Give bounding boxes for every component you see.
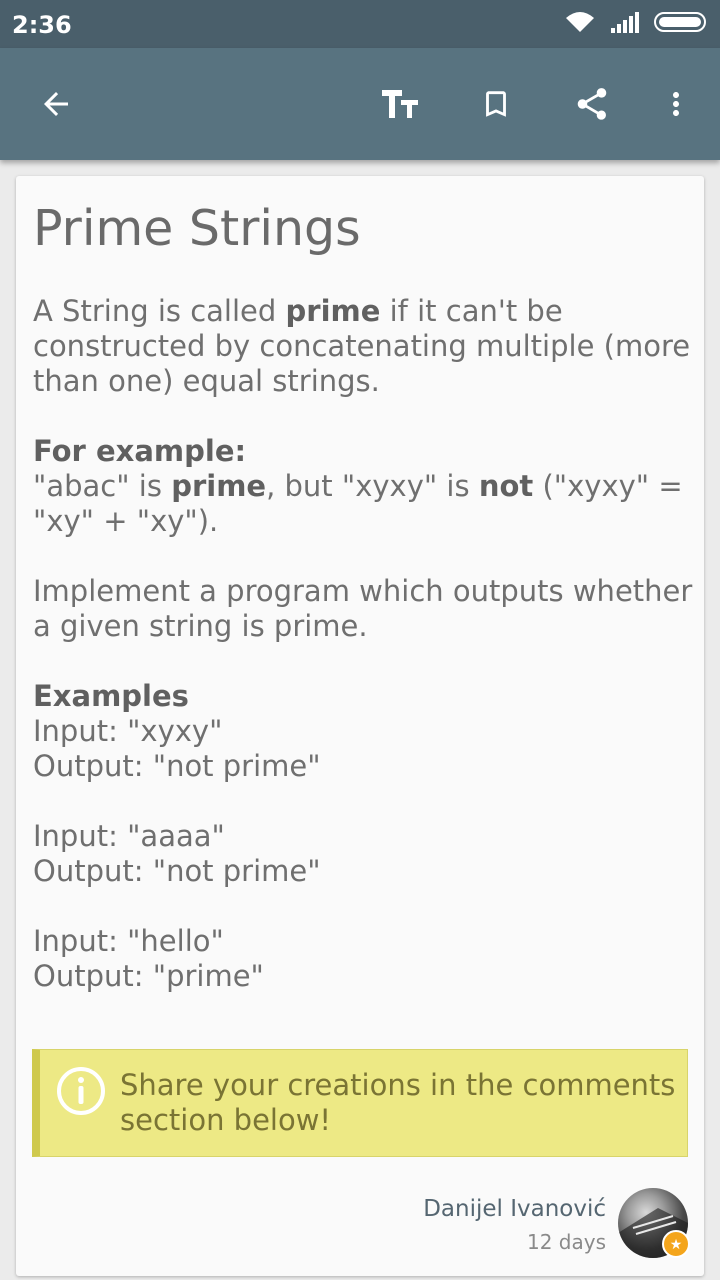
example-text-c: , but "xyxy" is — [266, 469, 479, 503]
example-heading: For example: — [33, 434, 247, 468]
example-paragraph: For example: "abac" is prime, but "xyxy"… — [33, 434, 693, 539]
intro-bold-prime: prime — [285, 294, 381, 328]
example-bold-prime: prime — [171, 469, 267, 503]
signal-icon — [610, 10, 640, 39]
author-info[interactable]: Danijel Ivanović 12 days — [423, 1196, 606, 1254]
example-bold-not: not — [478, 469, 534, 503]
example-output: Output: "not prime" — [33, 854, 321, 888]
status-bar: 2:36 — [0, 0, 720, 48]
examples-block-2: Input: "aaaa" Output: "not prime" — [33, 819, 693, 889]
author-name[interactable]: Danijel Ivanović — [423, 1196, 606, 1222]
example-text-a: "abac" is — [33, 469, 172, 503]
task-paragraph: Implement a program which outputs whethe… — [33, 574, 693, 643]
battery-icon — [654, 11, 708, 38]
example-input: Input: "xyxy" — [33, 714, 223, 748]
bookmark-icon[interactable] — [468, 76, 524, 132]
example-input: Input: "aaaa" — [33, 819, 225, 853]
status-time: 2:36 — [12, 11, 72, 39]
info-callout: Share your creations in the comments sec… — [32, 1049, 688, 1157]
back-arrow-icon[interactable] — [28, 76, 84, 132]
examples-heading: Examples — [33, 679, 189, 713]
examples-block-1: Examples Input: "xyxy" Output: "not prim… — [33, 679, 693, 784]
examples-block-3: Input: "hello" Output: "prime" — [33, 924, 693, 994]
intro-text-a: A String is called — [33, 294, 286, 328]
example-output: Output: "prime" — [33, 959, 264, 993]
info-icon — [56, 1066, 106, 1116]
share-icon[interactable] — [564, 76, 620, 132]
text-size-icon[interactable] — [372, 76, 428, 132]
example-input: Input: "hello" — [33, 924, 224, 958]
more-vert-icon[interactable] — [648, 76, 704, 132]
callout-text: Share your creations in the comments sec… — [120, 1068, 676, 1137]
challenge-card: Prime Strings A String is called prime i… — [16, 176, 704, 1276]
intro-text-c: if it can't be constructed by concatenat… — [33, 294, 691, 398]
challenge-description: A String is called prime if it can't be … — [33, 294, 693, 1029]
example-text-e: ("xyxy" = "xy" + "xy"). — [33, 469, 683, 538]
wifi-icon — [564, 10, 596, 39]
example-output: Output: "not prime" — [33, 749, 321, 783]
page-title: Prime Strings — [33, 200, 361, 257]
star-badge-icon: ★ — [662, 1230, 690, 1258]
author-time: 12 days — [526, 1230, 606, 1254]
status-icons — [564, 10, 708, 38]
intro-paragraph: A String is called prime if it can't be … — [33, 294, 693, 399]
app-bar — [0, 48, 720, 160]
